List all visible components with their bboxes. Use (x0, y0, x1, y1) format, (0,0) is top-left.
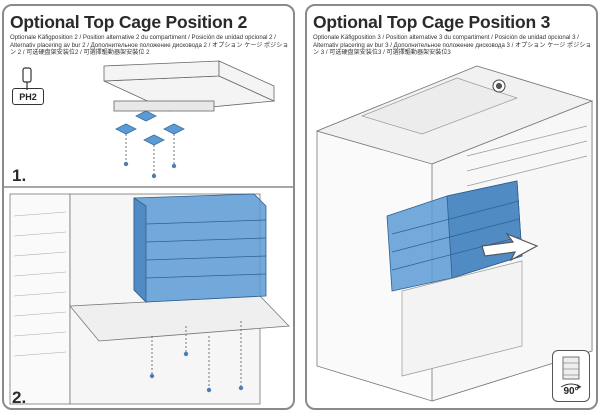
cage-illustration-right (315, 65, 594, 402)
rubber-feet (115, 110, 185, 146)
screw-leader-lines (125, 134, 175, 174)
screws (123, 161, 177, 179)
screw-leader-lines-step2 (151, 321, 242, 388)
rotated-cage-icon (560, 356, 582, 389)
step-number-2: 2. (12, 388, 27, 407)
lower-cage (401, 260, 523, 377)
rotation-label: 90° (563, 386, 579, 397)
drive-cage-highlighted (133, 193, 267, 303)
tool-label: PH2 (19, 91, 37, 102)
power-button-icon (492, 79, 506, 93)
right-panel: Optional Top Cage Position 3 Optionale K… (305, 4, 598, 410)
rotation-indicator: 90° (552, 350, 590, 402)
left-panel: Optional Top Cage Position 2 Optionale K… (2, 4, 295, 410)
drive-trays-right (391, 200, 520, 271)
panel-title-right: Optional Top Cage Position 3 (313, 12, 551, 32)
cage-illustration-left (4, 60, 293, 405)
top-panel-cover (360, 77, 519, 135)
drive-bays (466, 125, 588, 187)
panel-subtitle-right: Optionale Käfigposition 3 / Position alt… (313, 34, 592, 57)
panel-title-left: Optional Top Cage Position 2 (10, 12, 248, 32)
step-number-1: 1. (12, 166, 27, 185)
screws-step2 (149, 351, 244, 393)
panel-subtitle-left: Optionale Käfigposition 2 / Position alt… (10, 34, 289, 57)
drive-trays (145, 219, 267, 279)
screwdriver-badge: PH2 (12, 88, 44, 105)
screwdriver-icon (22, 67, 32, 90)
vent-grid (13, 211, 67, 357)
step1-cage-bottom (103, 60, 276, 112)
insert-arrow-icon (481, 232, 539, 262)
